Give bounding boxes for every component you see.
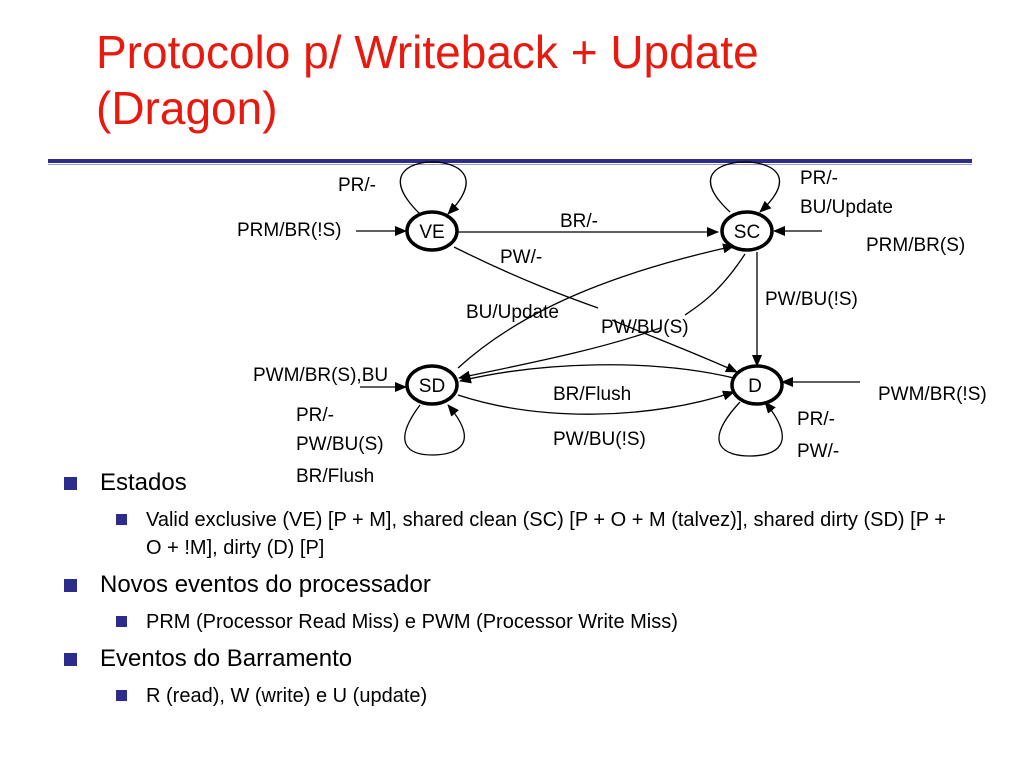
state-ve-label: VE bbox=[419, 222, 444, 243]
sub-bullet-square-icon bbox=[116, 616, 127, 627]
label-sd-loop-2: PW/BU(S) bbox=[296, 434, 384, 455]
state-sc-label: SC bbox=[734, 222, 760, 243]
sc-to-sd-arrow bbox=[459, 253, 746, 378]
sub-bullet-estados: Valid exclusive (VE) [P + M], shared cle… bbox=[108, 506, 946, 562]
bullet-novos-eventos: Novos eventos do processador bbox=[62, 570, 1002, 600]
sc-self-loop bbox=[709, 161, 781, 213]
sd-to-sc-arrow bbox=[457, 243, 735, 369]
state-sc: SC bbox=[720, 210, 774, 252]
sd-to-d-arrow bbox=[457, 390, 735, 415]
label-d-sd: BR/Flush bbox=[553, 384, 631, 405]
sub-bullet-eventos-barramento: R (read), W (write) e U (update) bbox=[108, 682, 946, 710]
sub-bullet-square-icon bbox=[116, 514, 127, 525]
bullet-square-icon bbox=[64, 477, 77, 490]
label-sd-loop-3: BR/Flush bbox=[296, 466, 374, 487]
label-sc-input: PRM/BR(S) bbox=[866, 235, 965, 256]
sd-self-loop bbox=[404, 404, 465, 456]
label-sc-loop-2: BU/Update bbox=[800, 197, 893, 218]
label-d-loop-1: PR/- bbox=[797, 409, 835, 430]
label-sc-d: PW/BU(!S) bbox=[765, 289, 858, 310]
label-ve-input: PRM/BR(!S) bbox=[237, 220, 342, 241]
label-ve-loop: PR/- bbox=[338, 175, 376, 196]
label-d-loop-2: PW/- bbox=[797, 441, 839, 462]
slide-title-line-1: Protocolo p/ Writeback + Update bbox=[96, 26, 759, 78]
ve-self-loop bbox=[399, 161, 467, 215]
title-rule bbox=[48, 159, 972, 163]
ve-to-d-arrow bbox=[453, 246, 737, 372]
label-ve-d: PW/- bbox=[500, 247, 542, 268]
label-d-input: PWM/BR(!S) bbox=[878, 384, 987, 405]
sub-bullet-square-icon bbox=[116, 690, 127, 701]
label-ve-sc: BR/- bbox=[560, 211, 598, 232]
label-sc-sd: PW/BU(S) bbox=[601, 317, 689, 338]
state-d: D bbox=[730, 364, 784, 406]
slide-title: Protocolo p/ Writeback + Update (Dragon) bbox=[96, 24, 996, 136]
sub-bullet-estados-text: Valid exclusive (VE) [P + M], shared cle… bbox=[146, 509, 946, 559]
label-sd-input: PWM/BR(S),BU bbox=[253, 365, 388, 386]
label-sd-d: PW/BU(!S) bbox=[553, 429, 646, 450]
bullet-list: Estados Valid exclusive (VE) [P + M], sh… bbox=[62, 468, 1002, 718]
d-self-loop bbox=[718, 401, 783, 457]
bullet-square-icon bbox=[64, 579, 77, 592]
state-d-label: D bbox=[748, 376, 762, 397]
slide-title-line-2: (Dragon) bbox=[96, 82, 278, 134]
state-sd: SD bbox=[405, 364, 459, 406]
bullet-novos-eventos-text: Novos eventos do processador bbox=[100, 571, 431, 598]
label-sd-sc: BU/Update bbox=[466, 302, 559, 323]
sub-bullet-novos-eventos: PRM (Processor Read Miss) e PWM (Process… bbox=[108, 608, 946, 636]
label-sc-loop-1: PR/- bbox=[800, 168, 838, 189]
bullet-eventos-barramento: Eventos do Barramento bbox=[62, 644, 1002, 674]
sub-bullet-novos-eventos-text: PRM (Processor Read Miss) e PWM (Process… bbox=[146, 611, 678, 633]
bullet-estados-text: Estados bbox=[100, 469, 187, 496]
title-rule-thin bbox=[48, 164, 972, 165]
bullet-estados: Estados bbox=[62, 468, 1002, 498]
state-ve: VE bbox=[405, 210, 459, 252]
sub-bullet-eventos-barramento-text: R (read), W (write) e U (update) bbox=[146, 685, 428, 707]
label-sd-loop-1: PR/- bbox=[296, 405, 334, 426]
bullet-square-icon bbox=[64, 653, 77, 666]
bullet-eventos-barramento-text: Eventos do Barramento bbox=[100, 645, 353, 672]
state-sd-label: SD bbox=[419, 376, 445, 397]
d-to-sd-arrow bbox=[459, 364, 735, 384]
